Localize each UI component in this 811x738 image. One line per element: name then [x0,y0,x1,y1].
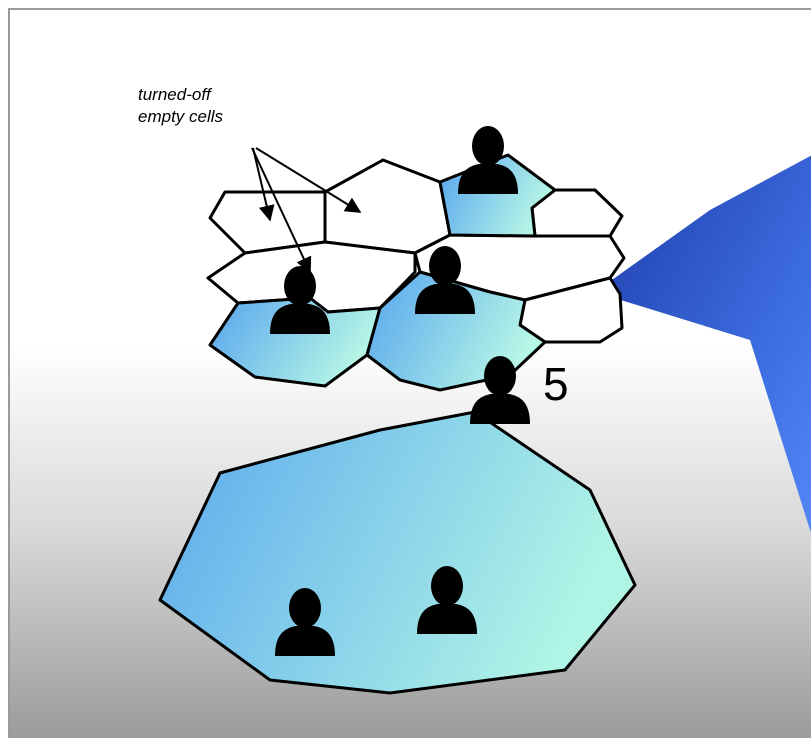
pointer-arrow [251,147,312,274]
merged-cell [158,410,637,695]
callout-text-3: 5 [543,358,569,410]
callout-text-1: ,00 [527,252,580,294]
empty-cells-label: turned-off empty cells [138,84,223,128]
cell-diagram [158,126,811,695]
empty-cell [323,158,452,255]
caption-line-2: empty cells [138,107,224,126]
callout-bubble [595,155,811,532]
callout-text-2: data [525,294,599,336]
slide-canvas: turned-off empty cells [8,8,811,738]
pointer-arrow [255,147,362,213]
pointer-arrow [252,147,275,222]
caption-line-1: turned-off [138,85,211,104]
